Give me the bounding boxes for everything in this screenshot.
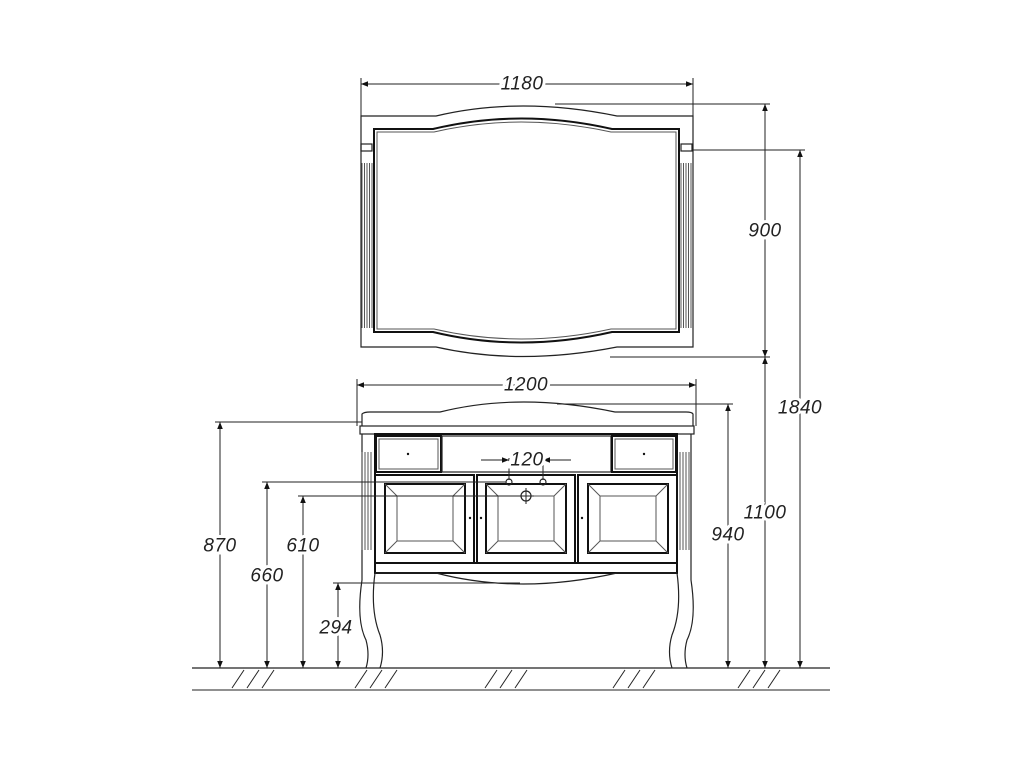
- dimension-870: 870: [200, 421, 362, 668]
- dimension-label: 1180: [501, 74, 544, 95]
- mirror: [360, 105, 694, 358]
- dimension-610: 610: [283, 495, 521, 668]
- dimension-294: 294: [315, 582, 520, 668]
- dimension-label: 1200: [504, 375, 548, 396]
- dimension-940: 940: [557, 403, 747, 668]
- countertop: [359, 425, 695, 435]
- dimension-1840: 1840: [693, 149, 825, 668]
- dimension-label: 294: [318, 618, 352, 639]
- dimension-660: 660: [247, 481, 506, 668]
- dimension-label: 940: [711, 525, 744, 546]
- drawer-left: [375, 435, 442, 473]
- mirror-fluting-left: [361, 163, 373, 328]
- vanity: [359, 401, 695, 669]
- door-right: [577, 474, 678, 564]
- vanity-fluting-right: [679, 452, 690, 550]
- door-left: [374, 474, 475, 564]
- drawer-right: [611, 435, 677, 473]
- dimension-label: 610: [286, 536, 319, 557]
- dimension-900: 900: [555, 103, 784, 358]
- dimension-1200: 1200: [356, 372, 697, 426]
- dimension-label: 660: [250, 566, 283, 587]
- dimension-120: 120: [481, 447, 571, 480]
- dimension-label: 120: [510, 450, 543, 471]
- mirror-fluting-right: [680, 163, 692, 328]
- floor: [192, 667, 830, 691]
- dimension-1100: 1100: [741, 357, 789, 668]
- mirror-hook-left: [360, 143, 373, 152]
- dimension-label: 870: [203, 536, 236, 557]
- mirror-hook-right: [680, 143, 693, 152]
- dimension-1180: 1180: [360, 71, 694, 116]
- dimension-label: 900: [748, 221, 781, 242]
- vanity-fluting-left: [361, 452, 372, 550]
- door-middle: [476, 474, 576, 564]
- dimension-label: 1100: [744, 503, 787, 524]
- dimension-label: 1840: [778, 398, 822, 419]
